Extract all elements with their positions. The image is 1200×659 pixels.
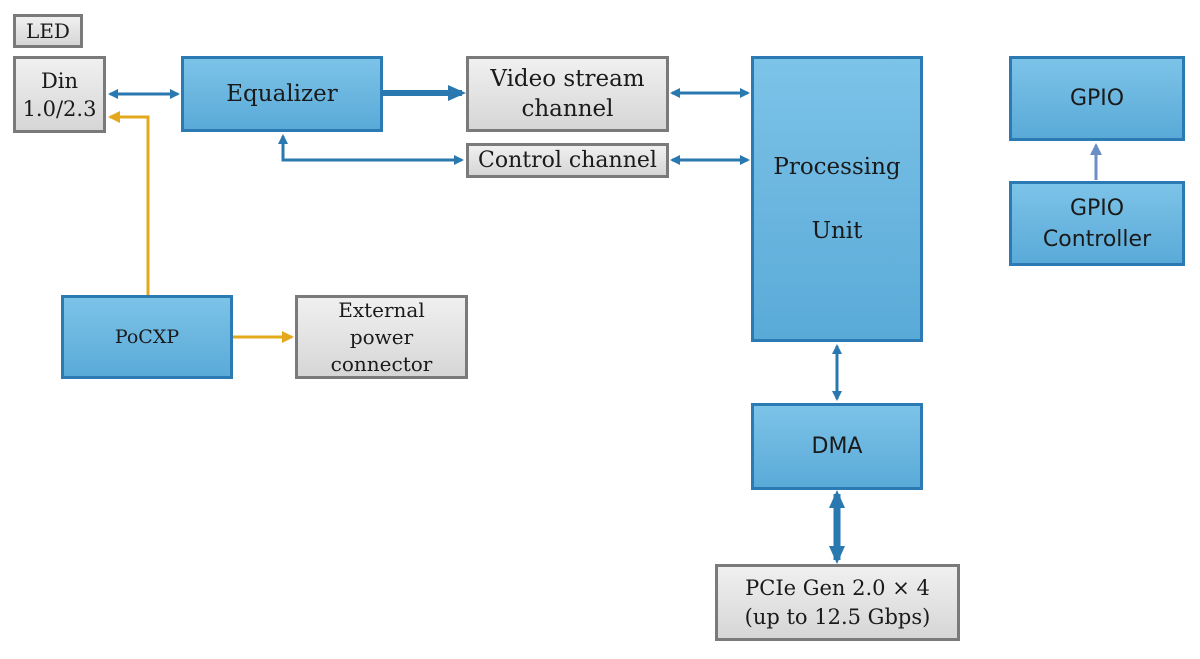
din-label: Din 1.0/2.3 — [22, 68, 97, 121]
pocxp-label: PoCXP — [114, 326, 180, 348]
equalizer-label: Equalizer — [226, 81, 338, 107]
video-stream-label: Video stream channel — [490, 66, 645, 122]
pcie-label: PCIe Gen 2.0 × 4 (up to 12.5 Gbps) — [744, 575, 931, 629]
gpio-block: GPIO — [1009, 56, 1185, 141]
external-power-connector-block: External power connector — [295, 295, 468, 379]
din-connector-block: Din 1.0/2.3 — [13, 56, 106, 133]
led-block: LED — [13, 14, 83, 48]
gpio-label: GPIO — [1069, 86, 1125, 111]
video-stream-channel-block: Video stream channel — [466, 56, 669, 132]
equalizer-control-arrow — [278, 134, 464, 165]
control-channel-block: Control channel — [466, 143, 669, 178]
external-power-label: External power connector — [330, 297, 433, 376]
pocxp-din-power-arrow — [108, 111, 150, 295]
processing-unit-label: Processing Unit — [773, 154, 901, 244]
dma-block: DMA — [751, 403, 923, 490]
processing-unit-block: Processing Unit — [751, 56, 923, 342]
gpio-controller-label: GPIO Controller — [1042, 195, 1152, 252]
equalizer-block: Equalizer — [181, 56, 383, 132]
dma-label: DMA — [811, 434, 863, 459]
pcie-block: PCIe Gen 2.0 × 4 (up to 12.5 Gbps) — [715, 564, 960, 641]
gpio-controller-block: GPIO Controller — [1009, 181, 1185, 266]
control-channel-label: Control channel — [478, 148, 657, 173]
pocxp-block: PoCXP — [61, 295, 233, 379]
led-label: LED — [26, 19, 70, 43]
